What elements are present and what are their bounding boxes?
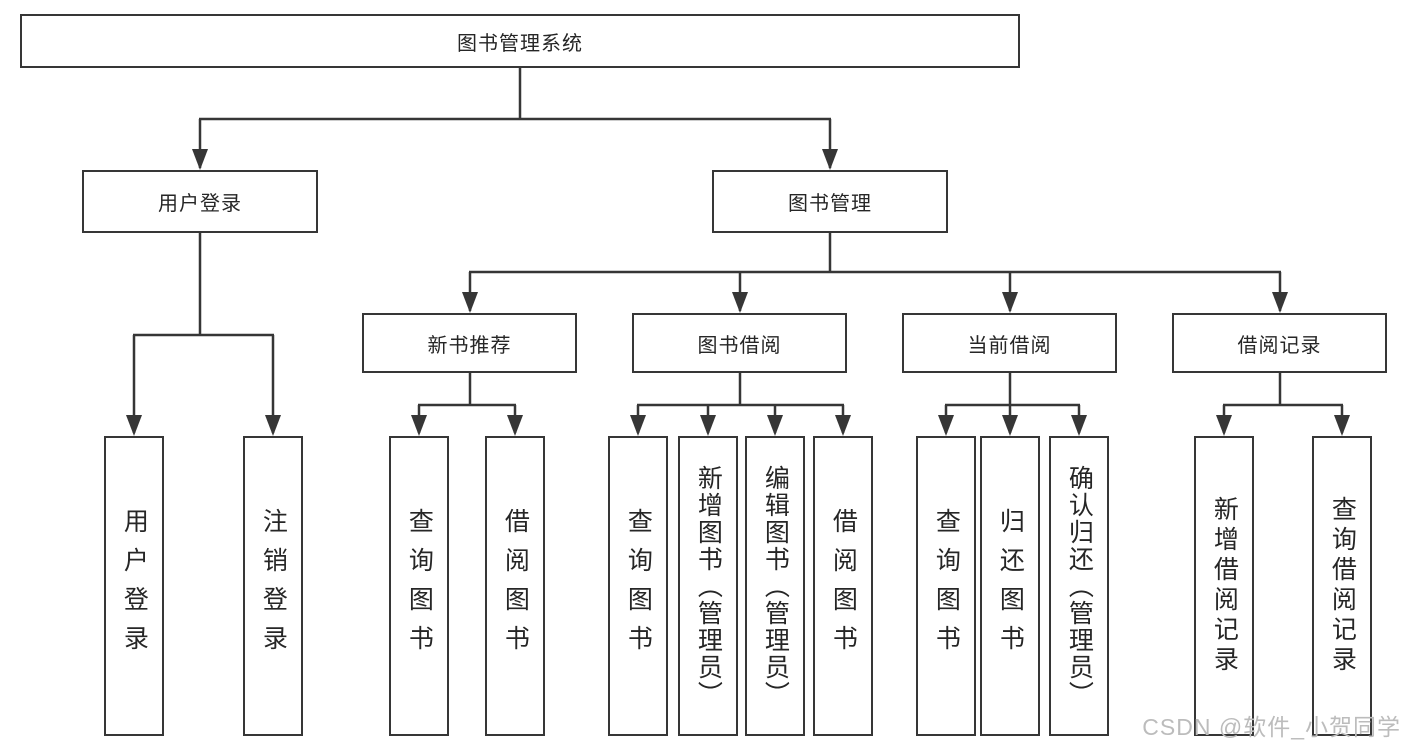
- leaf-borrow-books-recommend: 借阅图书: [485, 436, 545, 736]
- leaf-borrow-books-label: 借阅图书: [829, 508, 858, 664]
- leaf-query-borrow-record-label: 查询借阅记录: [1328, 496, 1357, 676]
- node-root-label: 图书管理系统: [457, 32, 583, 55]
- leaf-confirm-return-admin: 确认归还（管理员）: [1049, 436, 1109, 736]
- node-new-book-recommend: 新书推荐: [362, 313, 577, 373]
- node-new-book-recommend-label: 新书推荐: [427, 334, 512, 357]
- connector-user-login-branch: [126, 233, 281, 436]
- connector-current-borrow-branch: [938, 373, 1087, 436]
- node-user-login-label: 用户登录: [158, 193, 242, 215]
- connector-new-books-branch: [411, 373, 523, 436]
- leaf-query-books-recommend-label: 查询图书: [405, 508, 434, 664]
- leaf-logout: 注销登录: [243, 436, 303, 736]
- node-book-management: 图书管理: [712, 170, 948, 233]
- leaf-borrow-books-recommend-label: 借阅图书: [501, 508, 530, 664]
- leaf-query-books-borrow-label: 查询图书: [624, 508, 653, 664]
- leaf-add-books-admin: 新增图书（管理员）: [678, 436, 738, 736]
- leaf-edit-books-admin: 编辑图书（管理员）: [745, 436, 805, 736]
- leaf-user-login: 用户登录: [104, 436, 164, 736]
- node-book-borrowing-label: 图书借阅: [697, 334, 782, 357]
- leaf-query-books-recommend: 查询图书: [389, 436, 449, 736]
- leaf-query-books-borrow: 查询图书: [608, 436, 668, 736]
- leaf-return-books-label: 归还图书: [996, 508, 1025, 664]
- leaf-add-borrow-record-label: 新增借阅记录: [1210, 496, 1239, 676]
- connector-book-mgmt-to-level3: [462, 233, 1288, 313]
- leaf-query-books-current: 查询图书: [916, 436, 976, 736]
- connector-borrow-records-branch: [1216, 373, 1350, 436]
- node-root-system: 图书管理系统: [20, 14, 1020, 68]
- leaf-borrow-books: 借阅图书: [813, 436, 873, 736]
- node-current-borrowing: 当前借阅: [902, 313, 1117, 373]
- leaf-query-books-current-label: 查询图书: [932, 508, 961, 664]
- node-book-borrowing: 图书借阅: [632, 313, 847, 373]
- leaf-edit-books-admin-label: 编辑图书（管理员）: [761, 464, 790, 708]
- node-borrowing-records: 借阅记录: [1172, 313, 1387, 373]
- connector-root-to-level2: [192, 68, 838, 170]
- node-borrowing-records-label: 借阅记录: [1237, 334, 1322, 357]
- node-current-borrowing-label: 当前借阅: [967, 334, 1052, 357]
- leaf-add-borrow-record: 新增借阅记录: [1194, 436, 1254, 736]
- leaf-logout-label: 注销登录: [259, 508, 288, 664]
- connector-book-borrow-branch: [630, 373, 851, 436]
- leaf-confirm-return-admin-label: 确认归还（管理员）: [1065, 464, 1094, 708]
- node-book-management-label: 图书管理: [788, 193, 872, 215]
- csdn-watermark: CSDN @软件_小贺同学: [1142, 714, 1401, 740]
- leaf-return-books: 归还图书: [980, 436, 1040, 736]
- node-user-login: 用户登录: [82, 170, 318, 233]
- leaf-add-books-admin-label: 新增图书（管理员）: [694, 464, 723, 708]
- leaf-user-login-label: 用户登录: [120, 508, 149, 664]
- leaf-query-borrow-record: 查询借阅记录: [1312, 436, 1372, 736]
